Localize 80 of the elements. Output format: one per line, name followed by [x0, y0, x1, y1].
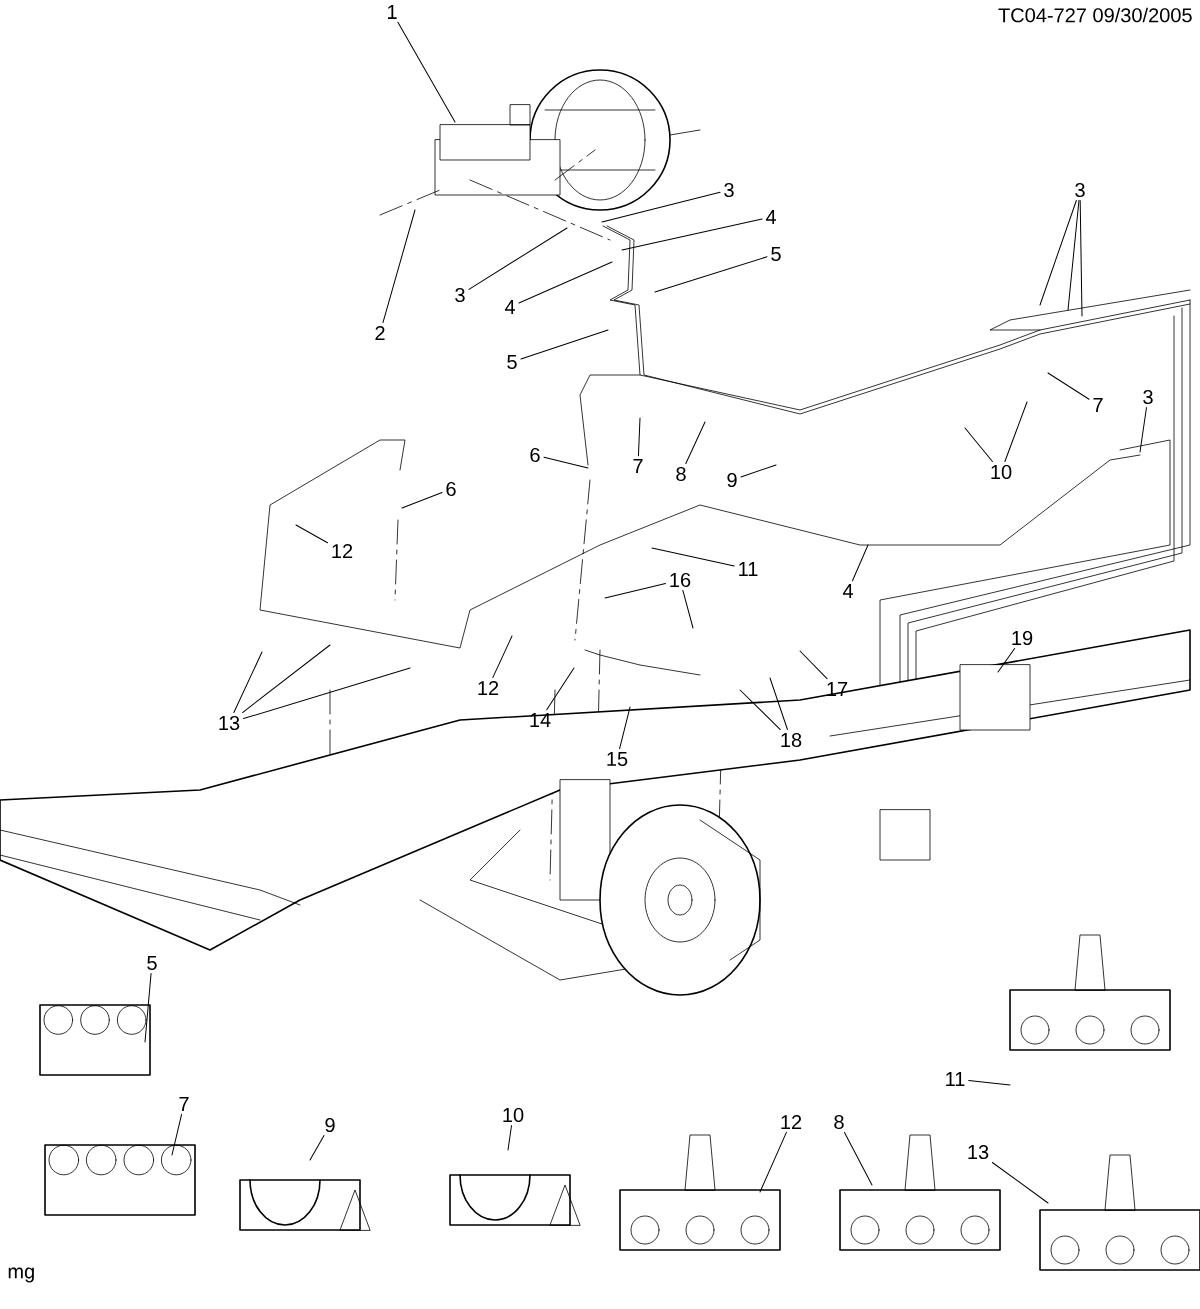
leader-line: [518, 261, 613, 304]
callout-number: 3: [1075, 182, 1085, 198]
callout-number: 3: [455, 287, 465, 303]
leader-line: [601, 191, 721, 223]
callout-number: 4: [504, 300, 515, 314]
leader-line: [468, 227, 568, 290]
callout-number: 6: [446, 481, 456, 497]
leader-line: [651, 547, 735, 567]
callout-number: 6: [530, 447, 540, 463]
callout-number: 4: [765, 210, 776, 224]
callout-number: 9: [325, 1117, 335, 1133]
callout-number: 11: [946, 1072, 965, 1086]
leader-line: [492, 635, 513, 679]
leader-line: [242, 644, 331, 714]
callout-number: 1: [388, 5, 397, 19]
leader-line: [171, 1113, 183, 1156]
leader-line: [654, 256, 768, 293]
leader-line: [685, 421, 706, 464]
leader-line: [619, 706, 631, 750]
leader-line: [997, 648, 1016, 673]
leader-line: [799, 650, 828, 680]
callout-number: 10: [503, 1107, 524, 1123]
callout-number: 13: [968, 1144, 989, 1160]
callout-number: 8: [834, 1114, 844, 1130]
callout-number: 11: [739, 562, 758, 576]
leader-line: [401, 492, 443, 509]
leader-line: [769, 677, 788, 731]
leader-line: [759, 1131, 787, 1193]
callout-number: 16: [670, 572, 691, 588]
leader-line: [520, 329, 609, 360]
callout-number: 8: [676, 466, 686, 482]
leader-line: [507, 1125, 512, 1151]
callout-number: 3: [1143, 389, 1153, 405]
callout-number: 12: [332, 544, 353, 558]
leader-line: [621, 218, 763, 251]
leader-line: [1039, 200, 1077, 306]
callout-number: 14: [530, 713, 551, 727]
callout-number: 7: [633, 459, 643, 473]
callout-number: 5: [147, 956, 157, 970]
leader-line: [295, 524, 328, 544]
callout-number: 5: [507, 355, 517, 369]
leader-line: [243, 667, 411, 720]
leader-line: [991, 1162, 1049, 1204]
leader-line: [382, 209, 416, 324]
callout-number: 15: [607, 752, 628, 766]
callout-number: 12: [781, 1115, 802, 1129]
leader-line: [637, 417, 641, 457]
leader-line: [1067, 200, 1080, 311]
callout-number: 18: [781, 732, 802, 748]
leader-line: [1139, 407, 1147, 453]
callout-number: 7: [1093, 398, 1103, 412]
callout-number: 5: [771, 247, 781, 261]
leader-line: [844, 1132, 873, 1186]
leader-line: [1079, 200, 1083, 317]
leader-line: [739, 689, 781, 731]
callout-number: 7: [179, 1097, 189, 1111]
leader-line: [740, 464, 777, 478]
leader-line: [546, 667, 575, 711]
leader-line: [543, 456, 589, 469]
callout-number: 10: [991, 464, 1012, 480]
callout-number: 2: [375, 326, 385, 340]
leader-line: [964, 427, 993, 462]
leader-line: [233, 651, 263, 714]
callout-number: 9: [727, 472, 737, 488]
leader-line: [682, 590, 694, 629]
leader-line: [604, 583, 666, 599]
callout-number: 19: [1012, 630, 1033, 646]
callout-number: 3: [724, 182, 734, 198]
leader-line: [309, 1135, 325, 1161]
leader-line: [852, 544, 869, 582]
leader-line: [397, 21, 456, 123]
callout-number: 12: [478, 681, 499, 695]
leader-line: [1004, 401, 1028, 462]
leader-line: [1047, 372, 1090, 400]
leader-line: [968, 1080, 1011, 1086]
callout-number: 13: [219, 715, 240, 731]
leader-line: [144, 972, 152, 1043]
initials-label: mg: [8, 1267, 34, 1283]
drawing-number: TC04-727 09/30/2005: [998, 7, 1192, 23]
callout-number: 4: [842, 584, 853, 598]
